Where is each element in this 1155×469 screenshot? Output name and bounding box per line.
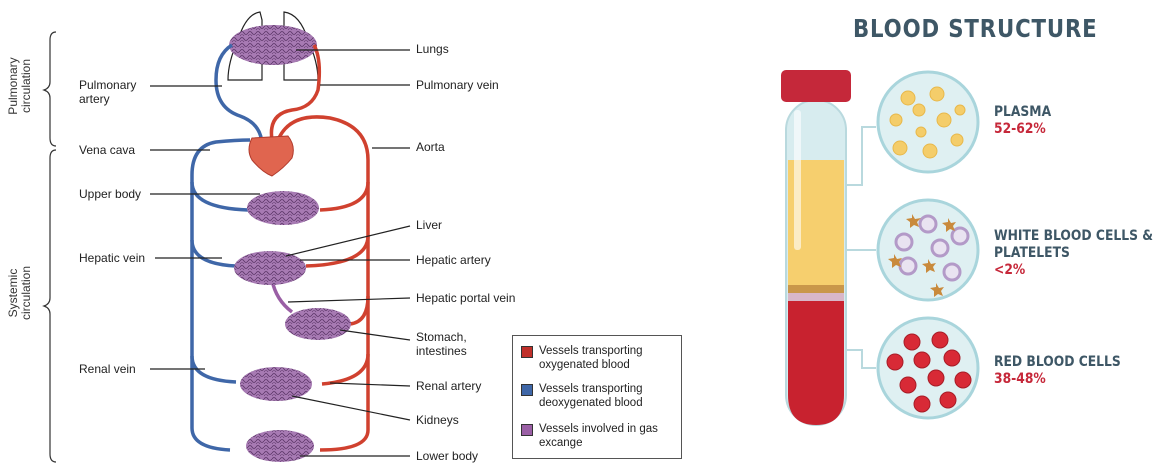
legend-item-exchange: Vessels involved in gas excange: [521, 422, 689, 450]
test-tube: [781, 70, 851, 425]
circulation-diagram: Pulmonary circulation Systemic circulati…: [0, 0, 690, 464]
white-cells-circle: [878, 200, 978, 300]
plasma-percent: 52-62%: [994, 121, 1046, 138]
blood-structure-panel: BLOOD STRUCTURE: [690, 0, 1155, 464]
white-cells-name: WHITE BLOOD CELLS & PLATELETS: [994, 228, 1155, 262]
hepatic-artery-label: Hepatic artery: [416, 253, 491, 267]
tube-cap: [781, 70, 851, 102]
renal-artery-label: Renal artery: [416, 379, 481, 393]
intestine-capillaries: [285, 308, 351, 340]
lower-body-label: Lower body: [416, 449, 478, 463]
legend-label-oxygenated: Vessels transporting oxygenated blood: [539, 345, 643, 371]
oxygenated-swatch: [521, 346, 533, 358]
red-cells-circle: [878, 318, 978, 418]
kidneys-label: Kidneys: [416, 413, 459, 427]
upper-body-capillaries: [247, 191, 319, 225]
pulmonary-bracket: [44, 32, 56, 146]
hepatic-vein-label: Hepatic vein: [79, 251, 145, 265]
stomach-intestines-label: Stomach, intestines: [416, 330, 491, 358]
vena-cava-label: Vena cava: [79, 143, 135, 157]
liver-capillaries: [234, 251, 306, 285]
plasma-name: PLASMA: [994, 104, 1051, 121]
connector-lines: [846, 127, 876, 368]
heart: [249, 136, 293, 176]
exchange-swatch: [521, 424, 533, 436]
legend-label-exchange: Vessels involved in gas excange: [539, 423, 658, 449]
red-cells-percent: 38-48%: [994, 371, 1046, 388]
aorta-label: Aorta: [416, 140, 445, 154]
renal-vein-label: Renal vein: [79, 362, 136, 376]
lower-body-capillaries: [246, 430, 314, 462]
legend-label-deoxygenated: Vessels transporting deoxygenated blood: [539, 383, 643, 409]
systemic-bracket: [44, 150, 56, 462]
lung-capillaries: [229, 25, 317, 65]
red-cells-name: RED BLOOD CELLS: [994, 354, 1121, 371]
pulmonary-circulation-label: Pulmonary circulation: [7, 51, 33, 121]
legend-item-oxygenated: Vessels transporting oxygenated blood: [521, 344, 689, 372]
lungs-label: Lungs: [416, 42, 449, 56]
hepatic-portal-vein-label: Hepatic portal vein: [416, 291, 515, 305]
kidney-capillaries: [240, 367, 312, 401]
white-cells-percent: <2%: [994, 262, 1025, 279]
plasma-circle: [878, 72, 978, 172]
pulmonary-vein-label: Pulmonary vein: [416, 78, 499, 92]
legend-item-deoxygenated: Vessels transporting deoxygenated blood: [521, 382, 689, 410]
deoxygenated-swatch: [521, 384, 533, 396]
liver-label: Liver: [416, 218, 442, 232]
upper-body-label: Upper body: [79, 187, 141, 201]
legend: Vessels transporting oxygenated blood Ve…: [512, 335, 682, 459]
systemic-circulation-label: Systemic circulation: [7, 258, 33, 328]
pulmonary-artery-label: Pulmonary artery: [79, 78, 149, 106]
